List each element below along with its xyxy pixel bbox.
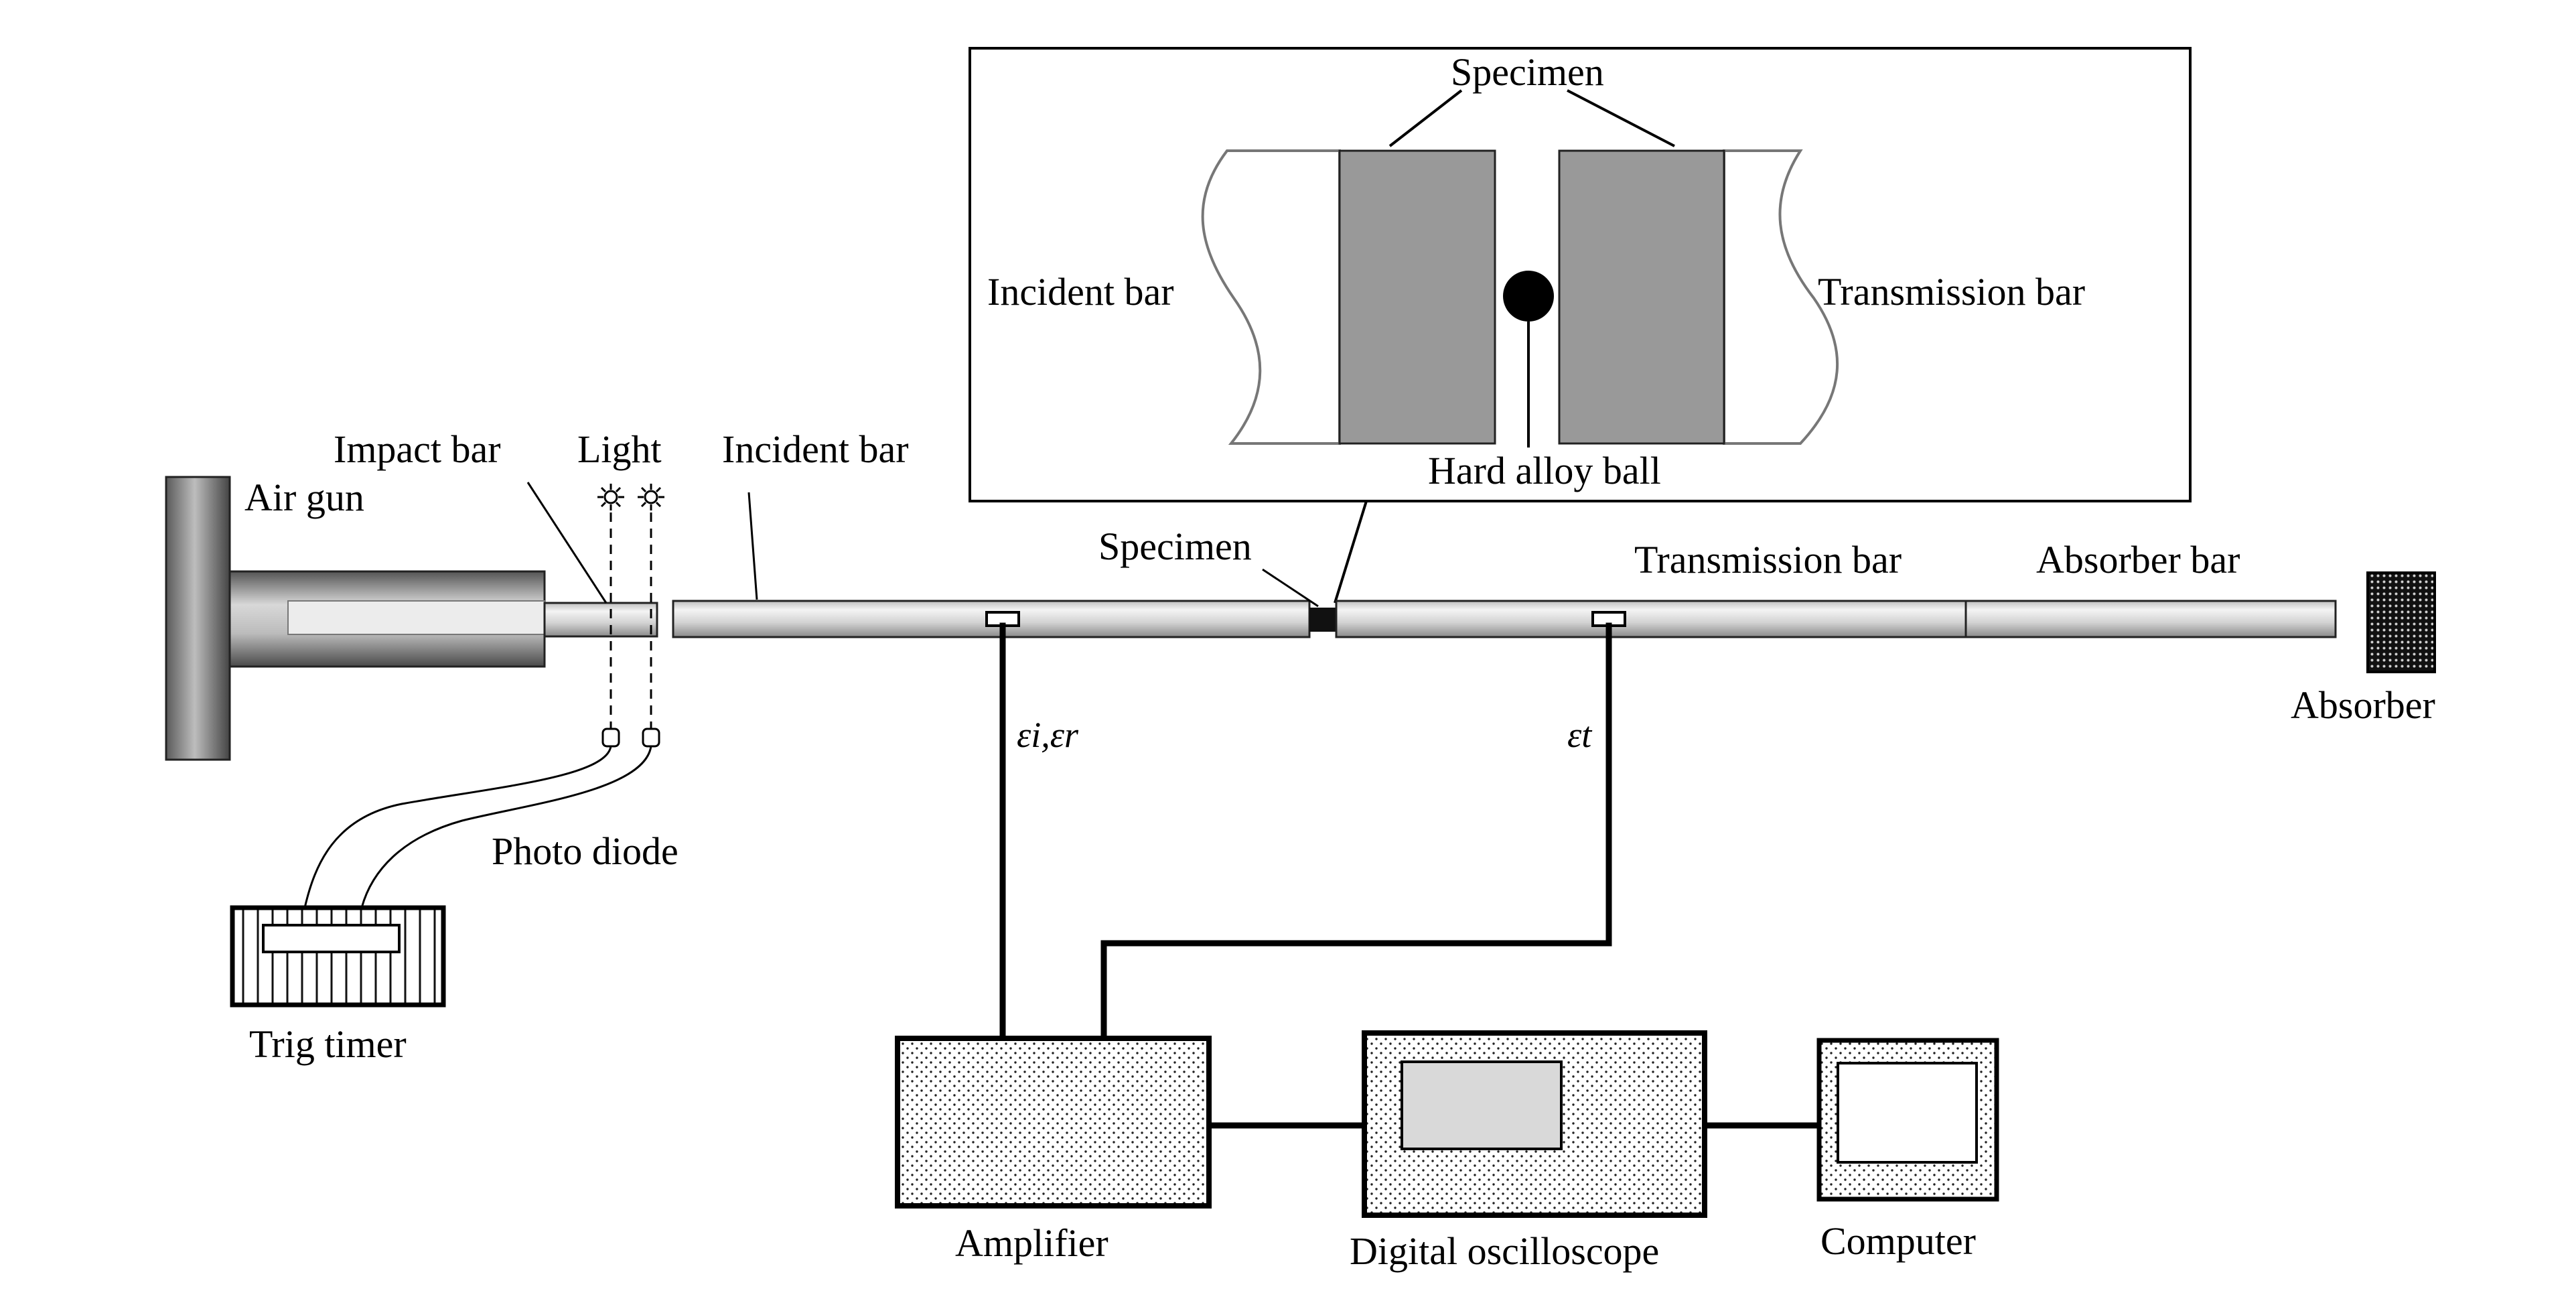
signal-wire-transmission [1100,622,1612,1042]
photo-diode-icon [601,728,620,748]
inset-transmission-bar-label: Transmission bar [1818,270,2085,314]
hard-alloy-ball [1503,271,1554,322]
inset-detail-panel: Specimen Incident bar Transmission bar H… [969,47,2192,502]
impact-bar-label: Impact bar [334,427,501,471]
photo-diode-icon [642,728,660,748]
absorber-bar [1964,600,2337,638]
light-icon [638,484,664,510]
photo-diode-cable [360,746,652,908]
specimen [1309,608,1336,632]
specimen-leader [1262,568,1319,608]
transmission-bar [1335,600,1967,638]
digital-oscilloscope-label: Digital oscilloscope [1350,1229,1659,1273]
specimen-leader-left [1388,89,1463,147]
photo-diode-label: Photo diode [492,829,678,873]
photo-diode-cable [303,746,612,908]
absorber [2366,571,2436,673]
air-gun-label: Air gun [244,476,364,519]
light-label: Light [577,427,662,471]
computer-label: Computer [1820,1219,1976,1263]
oscilloscope-screen [1401,1060,1563,1150]
absorber-label: Absorber [2291,683,2435,727]
inset-incident-bar [1201,149,1341,445]
strain-incident-reflected-label: εi,εr [1017,715,1079,755]
inset-specimen-left [1338,149,1496,445]
light-source-group [303,484,664,908]
inset-specimen-label: Specimen [1451,50,1604,94]
trig-timer [230,905,446,1008]
specimen-leader-right [1567,89,1675,147]
inset-specimen-right [1558,149,1725,445]
trig-timer-display [262,924,401,953]
incident-bar-leader [747,492,758,600]
impact-bar-leader [526,482,607,604]
impact-bar [543,602,658,638]
transmission-bar-label: Transmission bar [1634,538,1902,581]
inset-transmission-bar [1723,149,1839,445]
absorber-bar-label: Absorber bar [2036,538,2240,581]
inset-pointer-line [1334,500,1368,604]
incident-bar-label: Incident bar [722,427,909,471]
computer-screen [1837,1062,1978,1164]
trig-timer-label: Trig timer [249,1022,407,1066]
air-gun [165,476,546,761]
air-gun-plate [165,476,231,761]
hard-alloy-ball-label: Hard alloy ball [1428,449,1661,492]
light-icon [597,484,624,510]
air-gun-bore [287,600,545,635]
specimen-label: Specimen [1098,525,1252,568]
amplifier [895,1036,1212,1209]
inset-incident-bar-label: Incident bar [987,270,1174,314]
amplifier-label: Amplifier [955,1221,1108,1265]
strain-transmitted-label: εt [1567,715,1593,755]
